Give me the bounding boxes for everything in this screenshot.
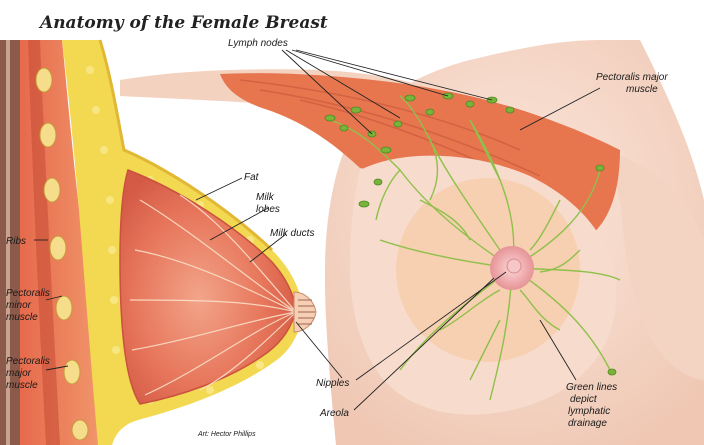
label-credit: Art: Hector Phillips: [197, 431, 256, 438]
label-areola: Areola: [319, 408, 349, 419]
label-nipples: Nipples: [316, 378, 349, 389]
nipple-frontal: [507, 259, 521, 273]
label-milk-lobes: Milk lobes: [256, 192, 280, 215]
label-lymph-nodes: Lymph nodes: [228, 38, 288, 49]
label-ribs: Ribs: [6, 236, 26, 247]
label-milk-ducts: Milk ducts: [270, 228, 314, 239]
diagram-title: Anatomy of the Female Breast: [38, 13, 328, 33]
label-fat: Fat: [244, 172, 260, 183]
